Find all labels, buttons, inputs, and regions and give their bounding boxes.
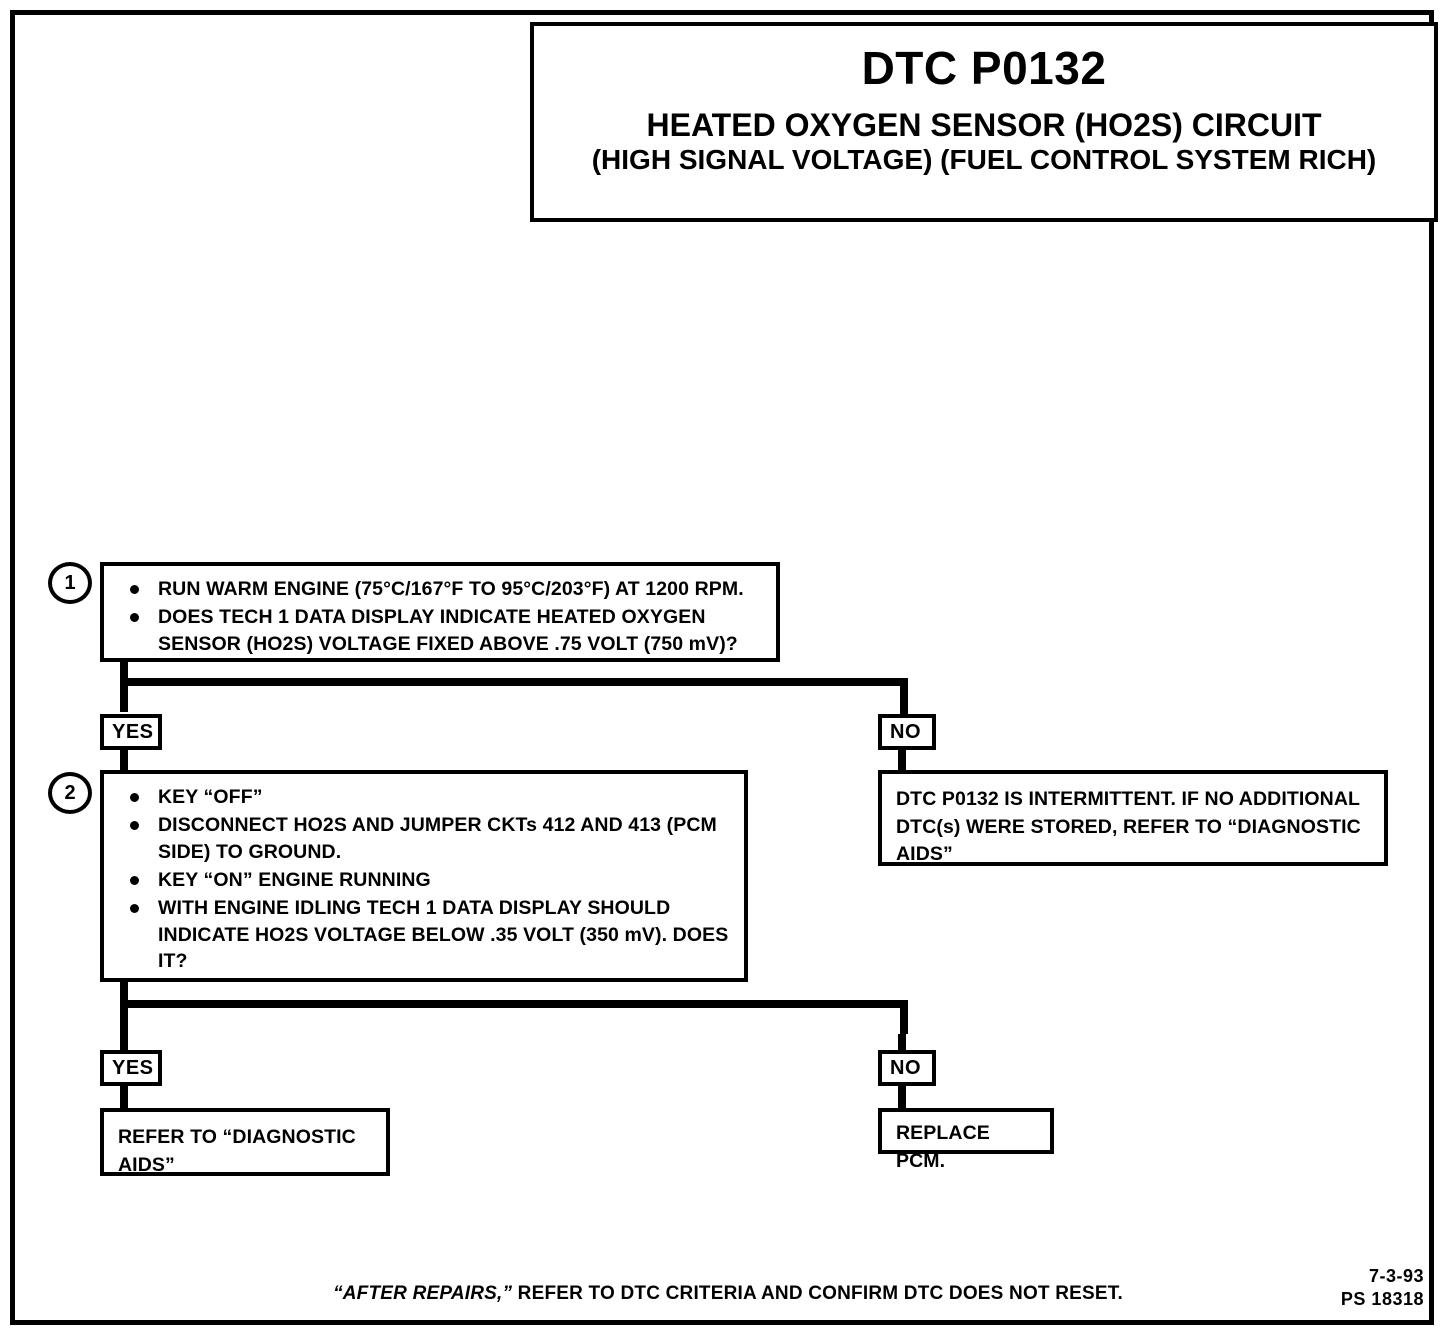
outcome-step2-yes-box: REFER TO “DIAGNOSTIC AIDS” bbox=[100, 1108, 390, 1176]
branch-tag-step2-no-label: NO bbox=[890, 1056, 921, 1079]
step-2-bullet-1: KEY “OFF” bbox=[118, 784, 732, 811]
step-marker-1: 1 bbox=[48, 562, 92, 604]
branch-tag-step2-no: NO bbox=[878, 1050, 936, 1086]
connector-step2-tagline-no bbox=[898, 1034, 906, 1052]
branch-tag-step1-yes-label: YES bbox=[112, 720, 154, 743]
branch-tag-step1-no: NO bbox=[878, 714, 936, 750]
footer-note-italic: “AFTER REPAIRS,” bbox=[333, 1283, 513, 1304]
document-stamp: 7-3-93 PS 18318 bbox=[1341, 1265, 1424, 1310]
outcome-step2-no-text: REPLACE PCM. bbox=[896, 1122, 990, 1172]
step-marker-2-label: 2 bbox=[64, 781, 76, 804]
branch-tag-step2-yes-label: YES bbox=[112, 1056, 154, 1079]
bullet-point-icon bbox=[130, 875, 139, 885]
connector-step2-no-vertical bbox=[900, 1000, 908, 1034]
bullet-point-icon bbox=[130, 903, 139, 913]
step-2-bullet-4: WITH ENGINE IDLING TECH 1 DATA DISPLAY S… bbox=[118, 895, 732, 976]
connector-step2-horizontal bbox=[120, 1000, 908, 1008]
outcome-step2-no-box: REPLACE PCM. bbox=[878, 1108, 1054, 1172]
step-1-bullet-2: DOES TECH 1 DATA DISPLAY INDICATE HEATED… bbox=[118, 604, 764, 658]
connector-step2-tagline-yes bbox=[120, 1034, 128, 1052]
step-1-bullet-list: RUN WARM ENGINE (75°C/167°F TO 95°C/203°… bbox=[118, 576, 764, 658]
connector-step1-yes-to-step2 bbox=[120, 750, 128, 772]
page-title: DTC P0132 bbox=[861, 42, 1107, 94]
step-2-bullet-1-text: KEY “OFF” bbox=[158, 786, 263, 808]
bullet-point-icon bbox=[130, 820, 139, 830]
branch-tag-step1-no-label: NO bbox=[890, 720, 921, 743]
connector-step1-horizontal bbox=[120, 678, 908, 686]
bullet-point-icon bbox=[130, 585, 139, 594]
footer-note-rest: REFER TO DTC CRITERIA AND CONFIRM DTC DO… bbox=[512, 1283, 1123, 1304]
step-2-bullet-2: DISCONNECT HO2S AND JUMPER CKTs 412 AND … bbox=[118, 812, 732, 866]
step-marker-1-label: 1 bbox=[64, 571, 76, 594]
step-2-bullet-list: KEY “OFF” DISCONNECT HO2S AND JUMPER CKT… bbox=[118, 784, 732, 975]
outcome-step1-no-box: DTC P0132 IS INTERMITTENT. IF NO ADDITIO… bbox=[878, 770, 1388, 866]
step-1-bullet-1: RUN WARM ENGINE (75°C/167°F TO 95°C/203°… bbox=[118, 576, 764, 603]
title-subtitle-line2: (HIGH SIGNAL VOLTAGE) (FUEL CONTROL SYST… bbox=[591, 144, 1377, 176]
title-subtitle-line1: HEATED OXYGEN SENSOR (HO2S) CIRCUIT bbox=[646, 107, 1322, 144]
branch-tag-step1-yes: YES bbox=[100, 714, 162, 750]
outcome-step1-no-text: DTC P0132 IS INTERMITTENT. IF NO ADDITIO… bbox=[896, 788, 1361, 866]
connector-step1-no-to-outcome bbox=[898, 750, 906, 772]
document-date: 7-3-93 bbox=[1368, 1266, 1424, 1286]
step-2-bullet-2-text: DISCONNECT HO2S AND JUMPER CKTs 412 AND … bbox=[158, 813, 717, 863]
bullet-point-icon bbox=[130, 612, 139, 622]
step-2-box: KEY “OFF” DISCONNECT HO2S AND JUMPER CKT… bbox=[100, 770, 748, 982]
bullet-point-icon bbox=[130, 793, 139, 802]
outcome-step2-yes-text: REFER TO “DIAGNOSTIC AIDS” bbox=[118, 1126, 356, 1176]
step-1-box: RUN WARM ENGINE (75°C/167°F TO 95°C/203°… bbox=[100, 562, 780, 662]
branch-tag-step2-yes: YES bbox=[100, 1050, 162, 1086]
connector-step1-no-vertical bbox=[900, 678, 908, 714]
connector-step1-vertical-down bbox=[120, 662, 128, 712]
document-number: PS 18318 bbox=[1340, 1288, 1424, 1309]
page-border bbox=[10, 10, 1434, 1325]
footer-note: “AFTER REPAIRS,” REFER TO DTC CRITERIA A… bbox=[0, 1283, 1456, 1305]
title-block: DTC P0132 HEATED OXYGEN SENSOR (HO2S) CI… bbox=[530, 22, 1438, 222]
connector-step2-vertical-down bbox=[120, 982, 128, 1034]
step-marker-2: 2 bbox=[48, 772, 92, 814]
step-2-bullet-3: KEY “ON” ENGINE RUNNING bbox=[118, 867, 732, 894]
connector-step2-yes-to-outcome bbox=[120, 1086, 128, 1110]
step-2-bullet-4-text: WITH ENGINE IDLING TECH 1 DATA DISPLAY S… bbox=[158, 896, 729, 973]
step-1-bullet-1-text: RUN WARM ENGINE (75°C/167°F TO 95°C/203°… bbox=[158, 578, 744, 600]
step-1-bullet-2-text: DOES TECH 1 DATA DISPLAY INDICATE HEATED… bbox=[158, 605, 738, 655]
connector-step2-no-to-outcome bbox=[898, 1086, 906, 1110]
step-2-bullet-3-text: KEY “ON” ENGINE RUNNING bbox=[158, 868, 431, 891]
